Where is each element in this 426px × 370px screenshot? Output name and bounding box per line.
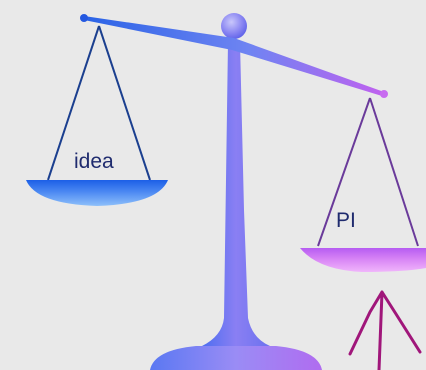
scale-beam [84,16,384,96]
scale-base [150,346,322,370]
left-pan-label: idea [74,150,114,173]
up-arrow-annotation-icon [348,290,422,370]
right-pan [300,248,426,272]
scale-post [202,42,270,346]
left-pan-cord [47,25,100,181]
right-pan-label: PI [336,209,356,232]
right-pan-cord [369,97,419,247]
beam-left-end [80,14,88,22]
left-pan-cord [98,25,151,181]
left-pan [26,180,168,206]
scale-top-knob [221,13,247,39]
right-pan-cord [317,97,371,247]
beam-right-end [380,90,388,98]
